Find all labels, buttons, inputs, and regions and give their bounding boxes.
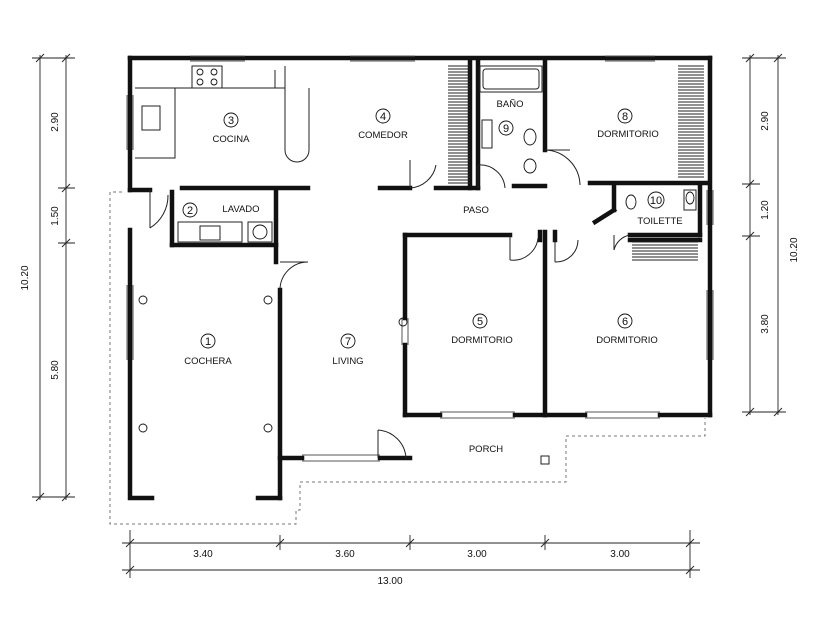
room-number: 1: [205, 336, 211, 348]
porch-label: PORCH: [469, 444, 503, 455]
dim-left-3: 5.80: [50, 360, 61, 380]
bathroom-fixtures: [479, 65, 697, 211]
room-label: DORMITORIO: [596, 335, 658, 346]
dim-bottom-total: 13.00: [377, 576, 402, 587]
dim-right-2: 1.20: [760, 200, 771, 220]
room-5: 5 DORMITORIO: [451, 313, 513, 346]
dim-bottom-4: 3.00: [610, 549, 630, 560]
room-number: 3: [228, 115, 234, 127]
columns: [138, 295, 550, 465]
room-label: COCHERA: [184, 356, 232, 367]
room-3: 3 COCINA: [213, 112, 251, 145]
right-dimensions: 2.90 1.20 3.80 10.20: [742, 53, 800, 417]
room-label: COCINA: [213, 134, 251, 145]
laundry-fixtures: [177, 221, 273, 243]
site-outline: [109, 191, 706, 525]
dim-left-2: 1.50: [50, 206, 61, 226]
room-number: 2: [187, 205, 193, 217]
dim-left-1: 2.90: [50, 112, 61, 132]
room-4: 4 COMEDOR: [358, 108, 408, 141]
left-dimensions: 2.90 1.50 5.80 10.20: [20, 53, 75, 502]
room-label: DORMITORIO: [451, 335, 513, 346]
dim-right-total: 10.20: [789, 237, 800, 262]
dim-bottom-3: 3.00: [467, 549, 487, 560]
room-label: LAVADO: [222, 204, 259, 215]
room-8: 8 DORMITORIO: [597, 108, 659, 140]
room-6: 6 DORMITORIO: [596, 313, 658, 346]
room-number: 5: [477, 316, 483, 328]
paso-label: PASO: [463, 205, 489, 216]
room-label: LIVING: [332, 356, 363, 367]
room-1: 1 COCHERA: [184, 333, 232, 367]
room-number: 9: [503, 123, 509, 135]
stair-hatch: [448, 65, 704, 261]
doors: [149, 149, 631, 459]
windows: [126, 55, 714, 462]
room-10: 10 TOILETTE: [637, 191, 683, 227]
kitchen-fixtures: [135, 65, 310, 163]
room-label: TOILETTE: [637, 216, 682, 227]
walls: [127, 55, 713, 501]
dim-bottom-1: 3.40: [193, 549, 213, 560]
room-label: DORMITORIO: [597, 129, 659, 140]
room-7: 7 LIVING: [332, 333, 364, 367]
dim-left-total: 10.20: [20, 265, 31, 290]
room-number: 4: [380, 111, 386, 123]
room-number: 7: [345, 336, 351, 348]
room-9: BAÑO 9: [497, 99, 524, 136]
dim-right-1: 2.90: [760, 111, 771, 131]
dim-right-3: 3.80: [760, 314, 771, 334]
room-label: COMEDOR: [358, 130, 408, 141]
room-number: 8: [622, 111, 628, 123]
room-number: 10: [650, 195, 662, 207]
room-2: 2 LAVADO: [182, 202, 260, 218]
room-label: BAÑO: [497, 99, 524, 110]
room-number: 6: [622, 316, 628, 328]
dim-bottom-2: 3.60: [335, 549, 355, 560]
bottom-dimensions: 3.40 3.60 3.00 3.00 13.00: [122, 530, 700, 587]
